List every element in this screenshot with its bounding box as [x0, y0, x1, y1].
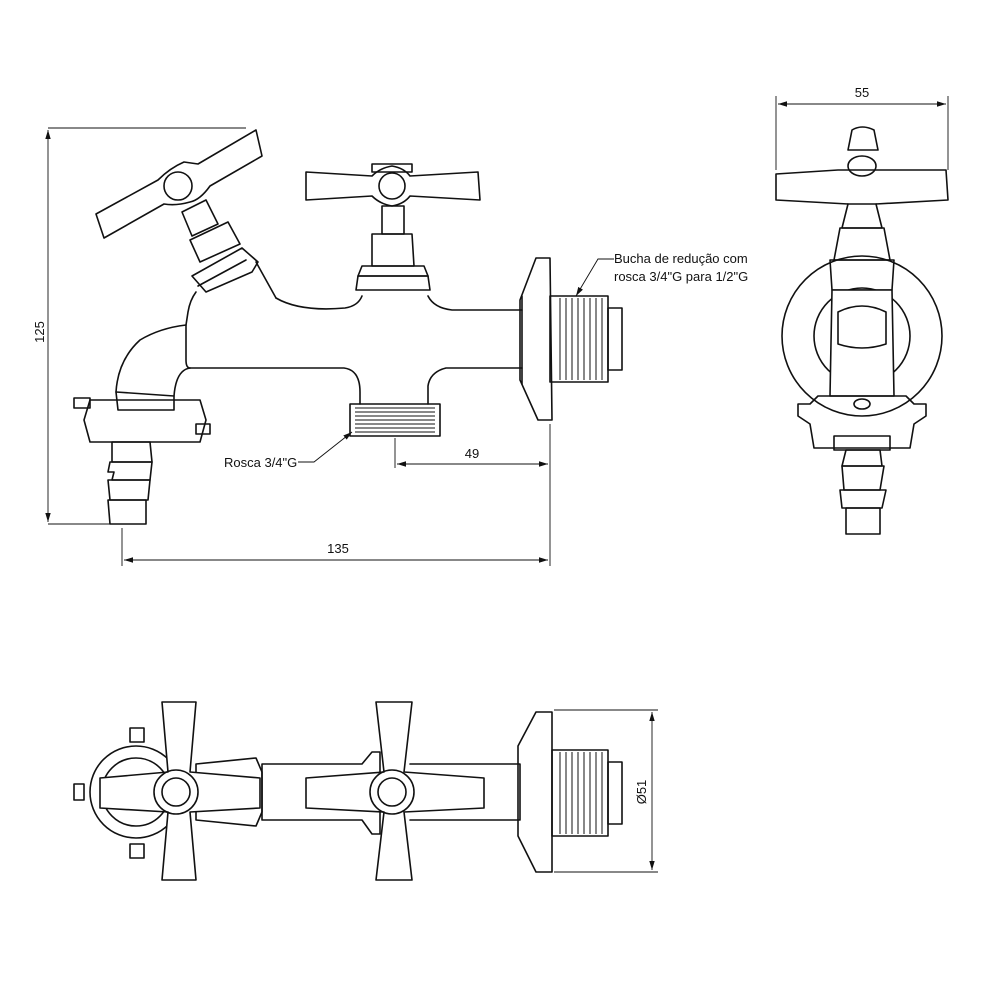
hose-coupling — [73, 391, 211, 525]
bottom-thread — [349, 403, 441, 437]
callout-bushing-line2: rosca 3/4"G para 1/2"G — [614, 269, 748, 284]
flange-bushing — [519, 257, 623, 421]
dim-flange-diameter: Ø51 — [634, 780, 649, 805]
dim-outlet-offset: 49 — [465, 446, 479, 461]
callout-bushing-line1: Bucha de redução com — [614, 251, 748, 266]
dim-width-side: 55 — [855, 85, 869, 100]
callout-thread: Rosca 3/4"G — [224, 455, 297, 470]
dim-height: 125 — [32, 321, 47, 343]
dim-length: 135 — [327, 541, 349, 556]
top-view: Ø51 — [73, 701, 658, 881]
front-view: 125 135 49 Bucha de redução com rosca 3/… — [32, 127, 748, 566]
side-view: 55 — [775, 85, 949, 535]
center-handle-assembly — [305, 163, 481, 291]
left-handle-assembly — [95, 129, 277, 299]
